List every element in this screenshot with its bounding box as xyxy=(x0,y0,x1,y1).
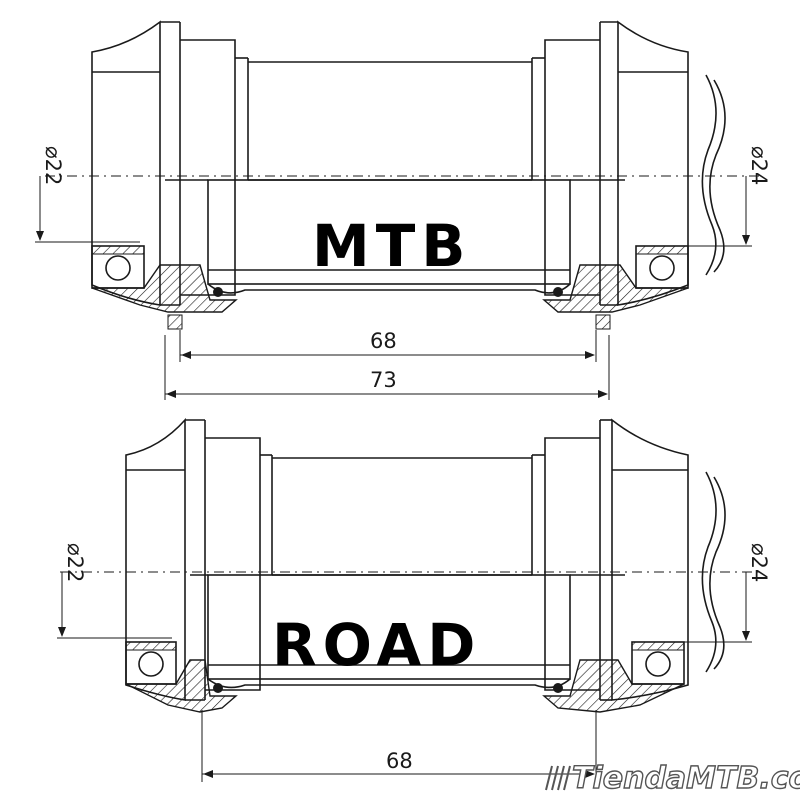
road-dia-left-label: ⌀22 xyxy=(63,543,87,582)
mtb-width-inner-label: 68 xyxy=(370,329,397,353)
road-label: ROAD xyxy=(272,611,481,679)
mtb-drawing: ⌀22 ⌀24 MTB 68 73 xyxy=(35,20,771,400)
mtb-dia-left-label: ⌀22 xyxy=(41,146,65,185)
mtb-dia-right-label: ⌀24 xyxy=(747,146,771,185)
mtb-width-outer-label: 73 xyxy=(370,368,397,392)
watermark-logo: TiendaMTB.com xyxy=(545,760,800,797)
mtb-label: MTB xyxy=(312,212,472,280)
road-drawing: ⌀22 ⌀24 ROAD 68 xyxy=(57,417,771,782)
road-width-label: 68 xyxy=(386,749,413,773)
watermark-text: TiendaMTB.com xyxy=(572,761,800,796)
road-dia-right-label: ⌀24 xyxy=(747,543,771,582)
